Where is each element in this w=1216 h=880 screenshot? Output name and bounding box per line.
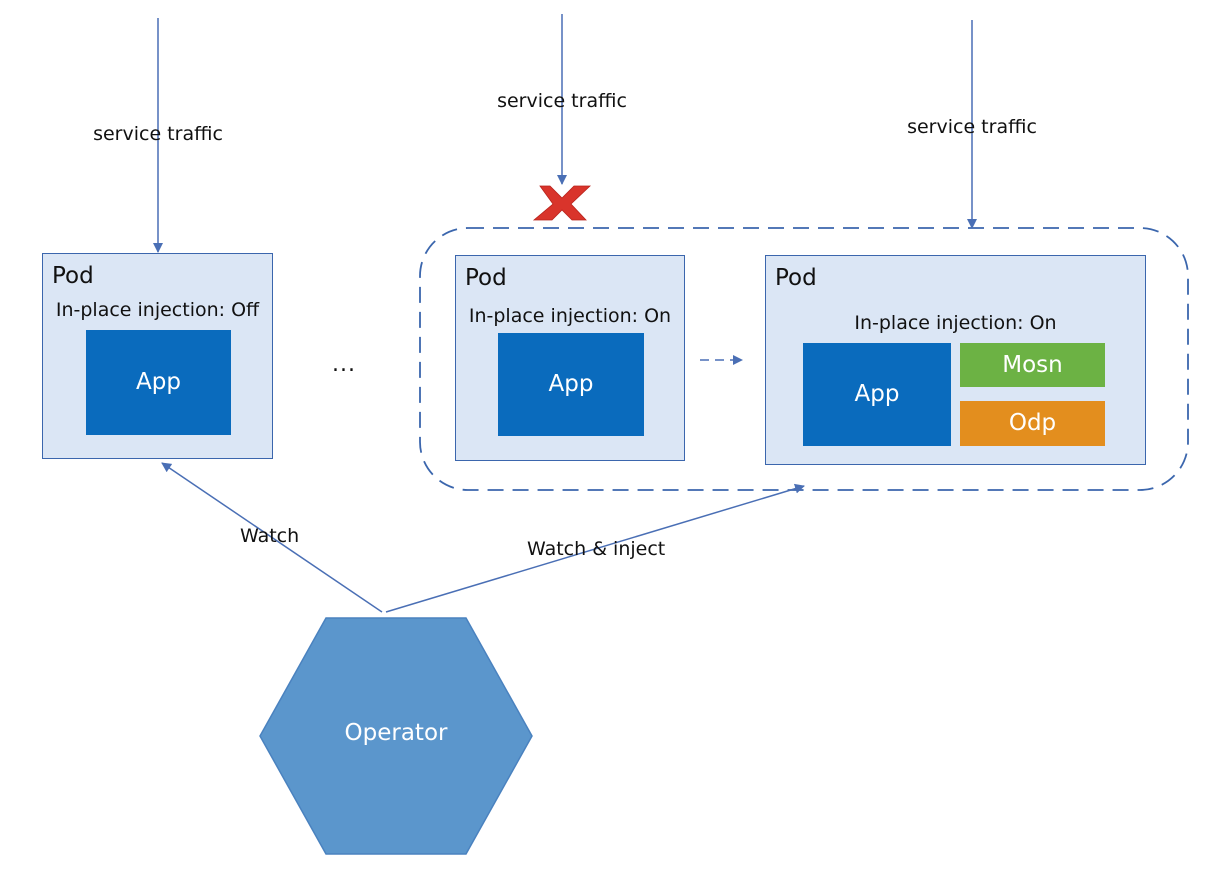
pod-left: Pod In-place injection: Off App [42, 253, 273, 459]
injection-group-boundary [419, 227, 1189, 491]
pod-title: Pod [775, 265, 817, 291]
operator-node [259, 617, 533, 855]
watch-inject-edge [385, 483, 805, 613]
odp-sidecar: Odp [960, 401, 1105, 446]
pod-injection-status: In-place injection: Off [55, 299, 260, 321]
pod-title: Pod [465, 265, 507, 291]
pod-middle: Pod In-place injection: On App [455, 255, 685, 461]
blocked-x-icon [532, 185, 592, 221]
traffic-label-middle: service traffic [497, 90, 627, 112]
traffic-label-left: service traffic [93, 123, 223, 145]
mosn-sidecar: Mosn [960, 343, 1105, 387]
operator-label: Operator [344, 720, 448, 746]
traffic-label-right: service traffic [907, 116, 1037, 138]
app-container: App [498, 333, 644, 436]
watch-edge [161, 462, 383, 613]
pod-injection-status: In-place injection: On [468, 305, 672, 327]
pod-injection-status: In-place injection: On [854, 312, 1057, 334]
pod-title: Pod [52, 263, 94, 289]
app-container: App [86, 330, 231, 435]
watch-inject-label: Watch & inject [527, 538, 666, 560]
watch-label: Watch [240, 525, 300, 547]
pod-right: Pod In-place injection: On App Mosn Odp [765, 255, 1146, 465]
more-pods-ellipsis: ... [332, 352, 356, 377]
app-container: App [803, 343, 951, 446]
